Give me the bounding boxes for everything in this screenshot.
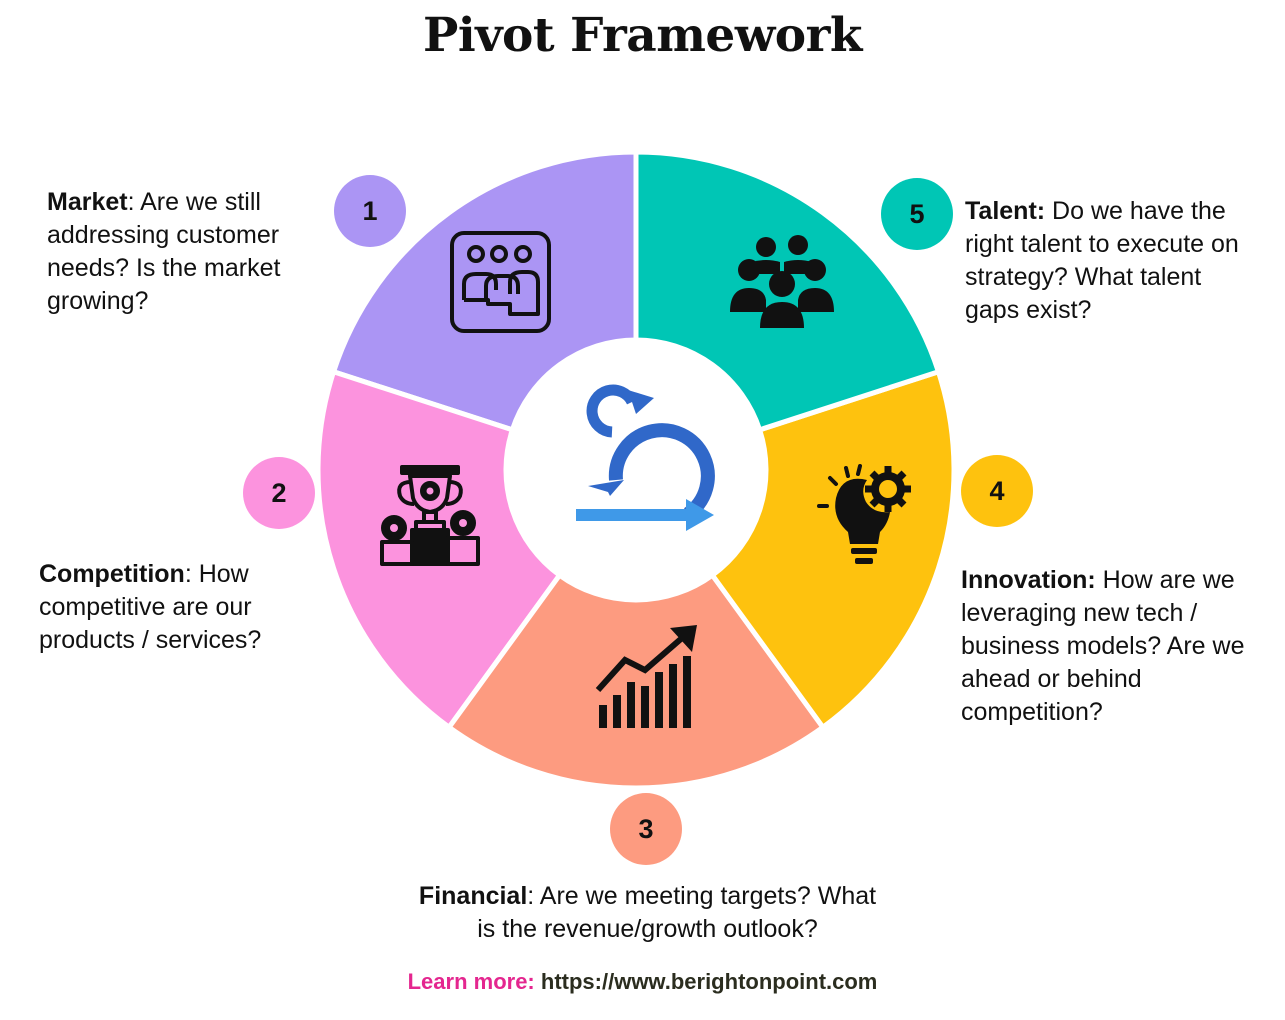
badge-4: 4 — [961, 455, 1033, 527]
team-people-icon — [730, 235, 834, 328]
innovation-text: How are we leveraging new tech / busines… — [961, 566, 1245, 726]
talent-text: Do we have the right talent to execute o… — [965, 197, 1239, 324]
footer: Learn more: https://www.berightonpoint.c… — [0, 969, 1285, 995]
financial-text: : Are we meeting targets? What is the re… — [477, 882, 877, 943]
trophy-podium-icon — [380, 465, 480, 566]
competition-text: : How competitive are our products / ser… — [39, 560, 262, 654]
market-title: Market — [47, 188, 128, 216]
competition-description: Competition: How competitive are our pro… — [39, 558, 294, 657]
growth-chart-icon — [595, 625, 697, 728]
badge-3: 3 — [610, 793, 682, 865]
footer-label: Learn more: — [407, 969, 535, 994]
badge-1: 1 — [334, 175, 406, 247]
badge-5: 5 — [881, 178, 953, 250]
financial-title: Financial — [418, 882, 528, 910]
community-users-icon — [450, 231, 551, 333]
badge-2: 2 — [243, 457, 315, 529]
pivot-loop-arrow-icon — [576, 384, 715, 531]
lightbulb-gear-icon — [817, 464, 911, 564]
market-text: : Are we still addressing customer needs… — [47, 188, 281, 315]
talent-title: Talent: — [965, 197, 1046, 225]
market-description: Market: Are we still addressing customer… — [47, 186, 322, 318]
innovation-title: Innovation: — [961, 566, 1096, 594]
competition-title: Competition — [39, 560, 185, 588]
financial-description: Financial: Are we meeting targets? What … — [410, 880, 885, 946]
page-title: Pivot Framework — [423, 8, 862, 63]
innovation-description: Innovation: How are we leveraging new te… — [961, 564, 1251, 729]
talent-description: Talent: Do we have the right talent to e… — [965, 195, 1240, 327]
footer-link[interactable]: https://www.berightonpoint.com — [540, 969, 878, 994]
wheel-center — [506, 340, 766, 600]
